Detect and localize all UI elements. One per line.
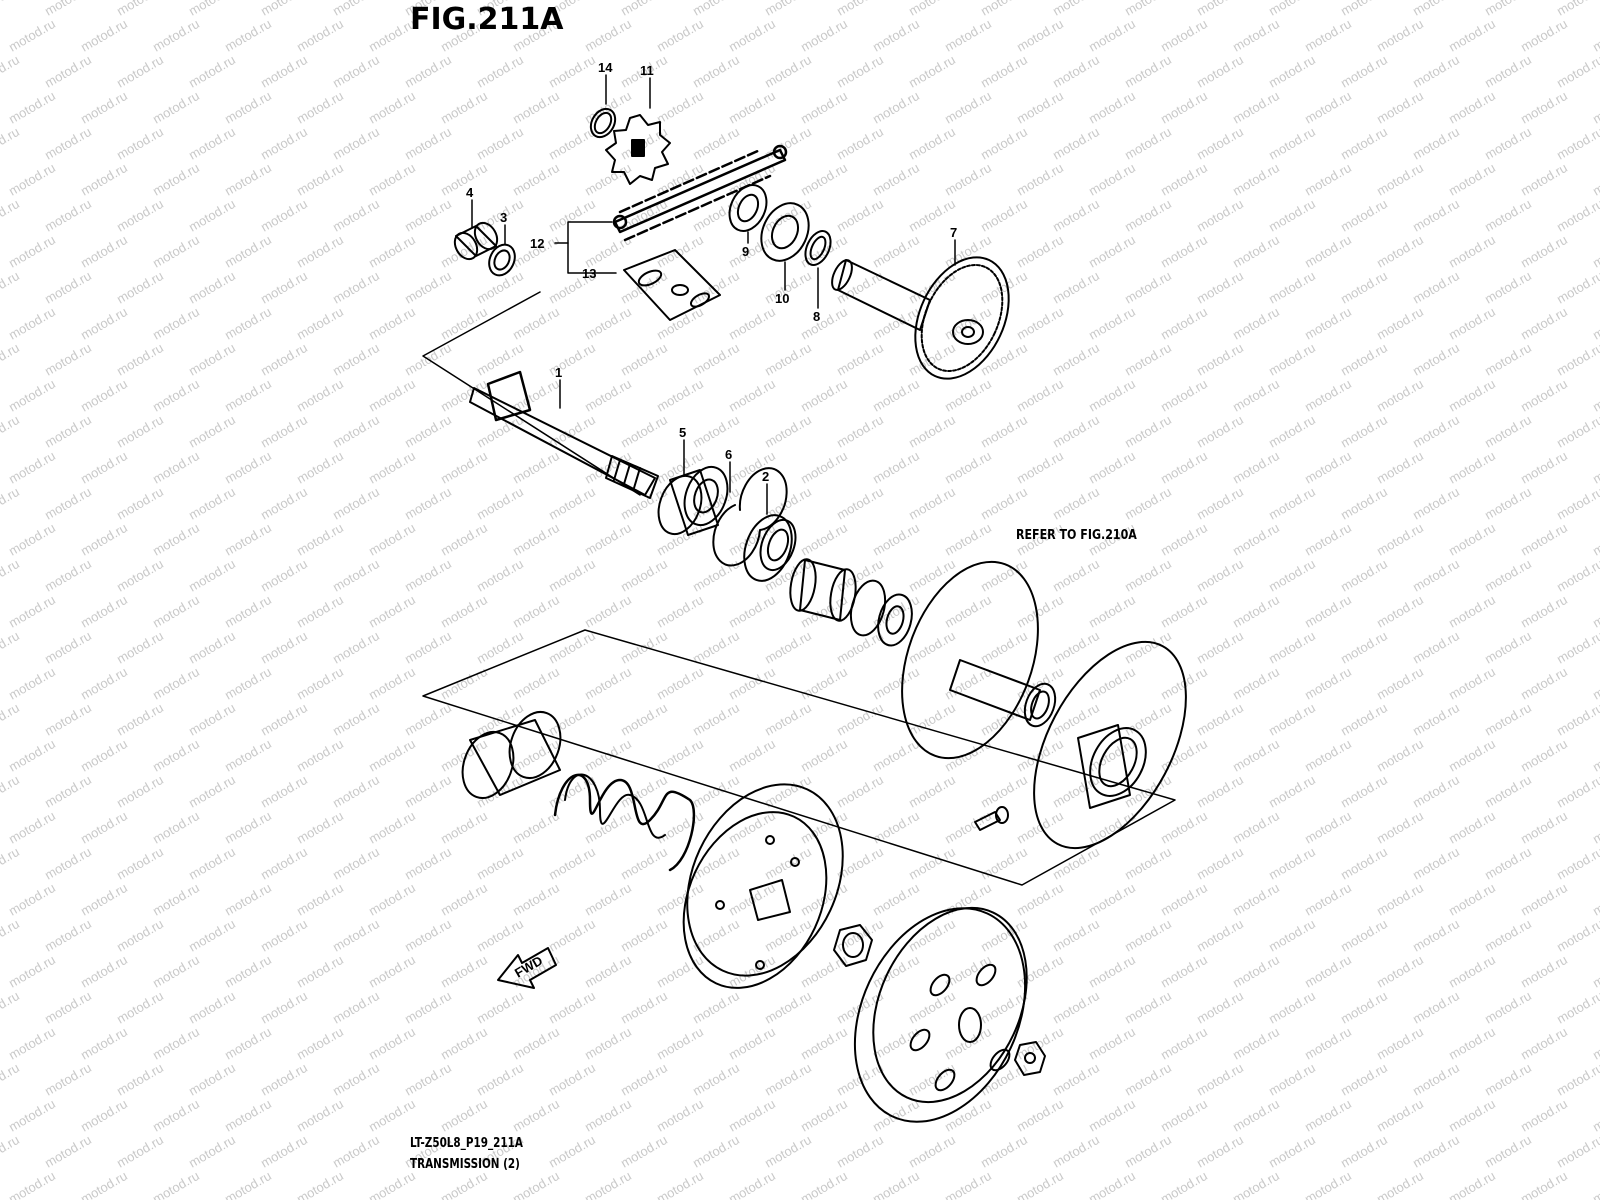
callout-3: 3 [500, 210, 507, 225]
callout-8: 8 [813, 309, 820, 324]
diagram-code: LT-Z50L8_P19_211A [410, 1136, 523, 1151]
callout-14: 14 [598, 60, 613, 75]
spring-seat [461, 711, 562, 799]
snap-ring [849, 579, 887, 637]
drive-shaft-part-1 [469, 370, 659, 499]
callout-11: 11 [640, 63, 654, 78]
clutch-nut [833, 924, 873, 967]
callout-1: 1 [555, 365, 562, 380]
guide-pin [974, 806, 1009, 831]
bearing-part-10 [760, 202, 810, 262]
callout-4: 4 [466, 185, 474, 200]
clutch-housing [853, 906, 1028, 1123]
circlip-part-8 [804, 230, 832, 266]
bearing-part-5 [657, 465, 729, 536]
small-bearing [877, 593, 913, 647]
callout-6: 6 [725, 447, 732, 462]
drive-chain-part-12 [612, 144, 788, 242]
oil-seal-part-2 [743, 514, 797, 582]
callout-13: 13 [582, 266, 596, 281]
housing-nut [1014, 1041, 1046, 1076]
clutch-shoe-assembly [682, 783, 844, 989]
oil-seal-part-9 [728, 184, 768, 232]
washer-part-3 [488, 243, 516, 277]
callout-7: 7 [950, 225, 957, 240]
callout-2: 2 [762, 469, 769, 484]
callout-5: 5 [679, 425, 686, 440]
callout-10: 10 [775, 291, 789, 306]
figure-title: FIG.211A [410, 2, 564, 37]
callout-leaders [471, 74, 956, 515]
assembly-boundary-lower [422, 629, 1176, 886]
callout-labels: 14 11 4 3 12 13 9 10 8 7 1 5 6 2 [466, 60, 957, 484]
assembly-boundary-upper [422, 291, 641, 496]
sprocket-part-11 [605, 114, 671, 185]
clutch-spring [553, 773, 696, 872]
needle-bearing-sleeve [789, 558, 857, 622]
final-driven-gear-shaft-part-7 [831, 256, 1010, 380]
needle-bearing-part-4 [453, 221, 499, 261]
refer-note: REFER TO FIG.210A [1016, 528, 1137, 543]
circlip-part-14 [589, 107, 617, 139]
circlip-part-6 [712, 467, 788, 567]
forward-direction-arrow [497, 947, 557, 989]
callout-9: 9 [742, 244, 749, 259]
section-name: TRANSMISSION (2) [410, 1157, 520, 1172]
callout-12: 12 [530, 236, 544, 251]
fixed-driven-face [1033, 640, 1187, 850]
chain-joint-part-13 [623, 249, 721, 321]
moveable-driven-face [901, 560, 1057, 760]
